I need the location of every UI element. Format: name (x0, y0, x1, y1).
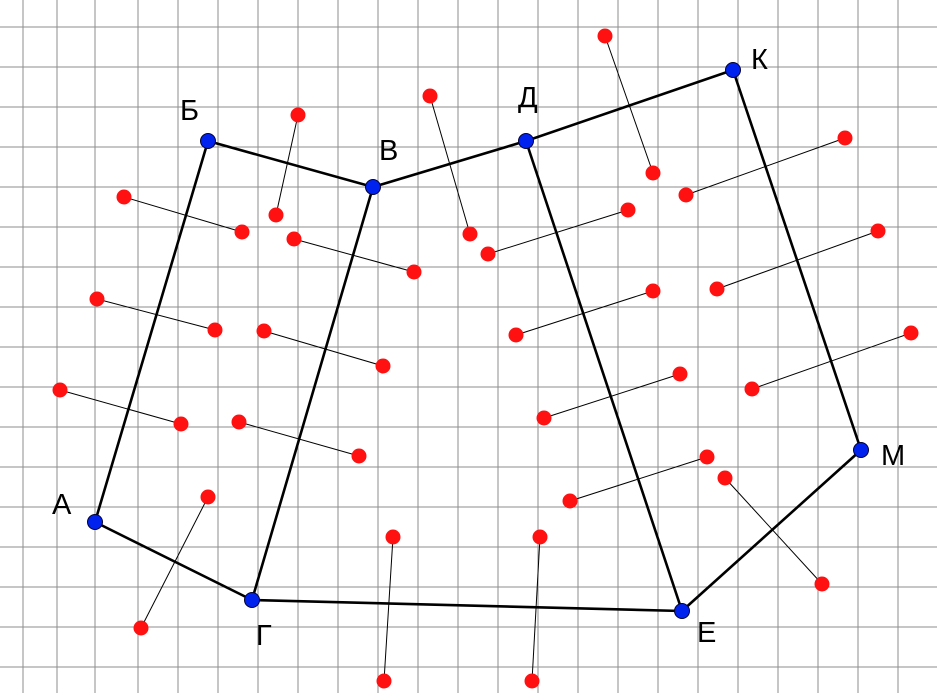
red-point-15-1 (508, 327, 524, 343)
vertex-dot-K (725, 62, 741, 78)
red-point-1-1 (234, 224, 250, 240)
red-point-16-1 (744, 381, 760, 397)
red-point-2-1 (406, 264, 422, 280)
edge-B-V (206, 139, 375, 189)
red-point-6-1 (173, 416, 189, 432)
red-point-19-1 (814, 576, 830, 592)
red-point-7-1 (351, 448, 367, 464)
red-point-0-0 (290, 107, 306, 123)
red-point-12-1 (678, 187, 694, 203)
vertex-label-G: Г (256, 620, 272, 652)
edge-E-D (524, 139, 684, 613)
vertex-dots (87, 62, 869, 619)
red-point-17-0 (672, 366, 688, 382)
red-point-13-0 (620, 202, 636, 218)
vertex-dot-A (87, 514, 103, 530)
vertex-label-D: Д (518, 82, 538, 114)
red-point-14-1 (709, 281, 725, 297)
red-point-16-0 (903, 325, 919, 341)
red-point-6-0 (52, 382, 68, 398)
red-point-7-0 (231, 414, 247, 430)
vertex-dot-E (674, 603, 690, 619)
pair-segment-9 (383, 536, 394, 682)
vertex-dot-B (200, 133, 216, 149)
vertex-label-A: А (52, 489, 72, 521)
pair-segment-1 (123, 196, 243, 233)
red-point-10-0 (532, 529, 548, 545)
red-point-8-0 (200, 489, 216, 505)
pair-segment-19 (724, 477, 823, 585)
vertex-label-E: Е (697, 617, 716, 649)
edge-A-B (93, 139, 210, 524)
red-point-3-0 (422, 88, 438, 104)
red-point-8-1 (133, 620, 149, 636)
edge-V-G (250, 185, 375, 602)
red-point-18-0 (699, 449, 715, 465)
edge-V-D (371, 139, 528, 189)
vertex-label-K: К (751, 44, 768, 76)
red-point-0-1 (268, 207, 284, 223)
edge-E-G (250, 598, 684, 613)
vertex-dot-V (365, 179, 381, 195)
red-point-15-0 (645, 283, 661, 299)
red-point-14-0 (870, 223, 886, 239)
edge-G-A (93, 520, 254, 602)
red-point-4-0 (89, 291, 105, 307)
red-point-11-1 (645, 165, 661, 181)
red-point-10-1 (524, 673, 540, 689)
red-point-1-0 (116, 189, 132, 205)
pair-segment-10 (531, 536, 541, 682)
red-point-13-1 (480, 246, 496, 262)
edge-D-K (524, 68, 735, 143)
red-point-2-0 (286, 231, 302, 247)
vertex-label-B: Б (180, 95, 199, 127)
edge-K-M (731, 68, 863, 452)
pair-segment-13 (487, 209, 629, 255)
red-point-11-0 (597, 28, 613, 44)
vertex-dot-M (853, 442, 869, 458)
red-point-9-1 (376, 673, 392, 689)
red-point-12-0 (837, 130, 853, 146)
red-point-3-1 (462, 226, 478, 242)
edge-M-E (680, 448, 863, 613)
pair-segment-15 (515, 290, 654, 336)
red-point-17-1 (536, 410, 552, 426)
vertex-labels: А Б В Г Д К М Е (52, 44, 905, 652)
red-points (52, 28, 919, 689)
vertex-label-M: М (881, 440, 905, 472)
red-point-5-1 (375, 358, 391, 374)
vertex-dot-G (244, 592, 260, 608)
red-point-19-0 (717, 470, 733, 486)
pair-segment-6 (59, 389, 182, 425)
pair-segment-0 (275, 114, 299, 216)
pair-segment-5 (263, 330, 384, 367)
frame-edges (93, 68, 863, 613)
vertex-label-V: В (379, 135, 398, 167)
red-point-9-0 (385, 529, 401, 545)
red-point-4-1 (207, 322, 223, 338)
red-point-18-1 (562, 493, 578, 509)
red-point-5-0 (256, 323, 272, 339)
vertex-dot-D (518, 133, 534, 149)
